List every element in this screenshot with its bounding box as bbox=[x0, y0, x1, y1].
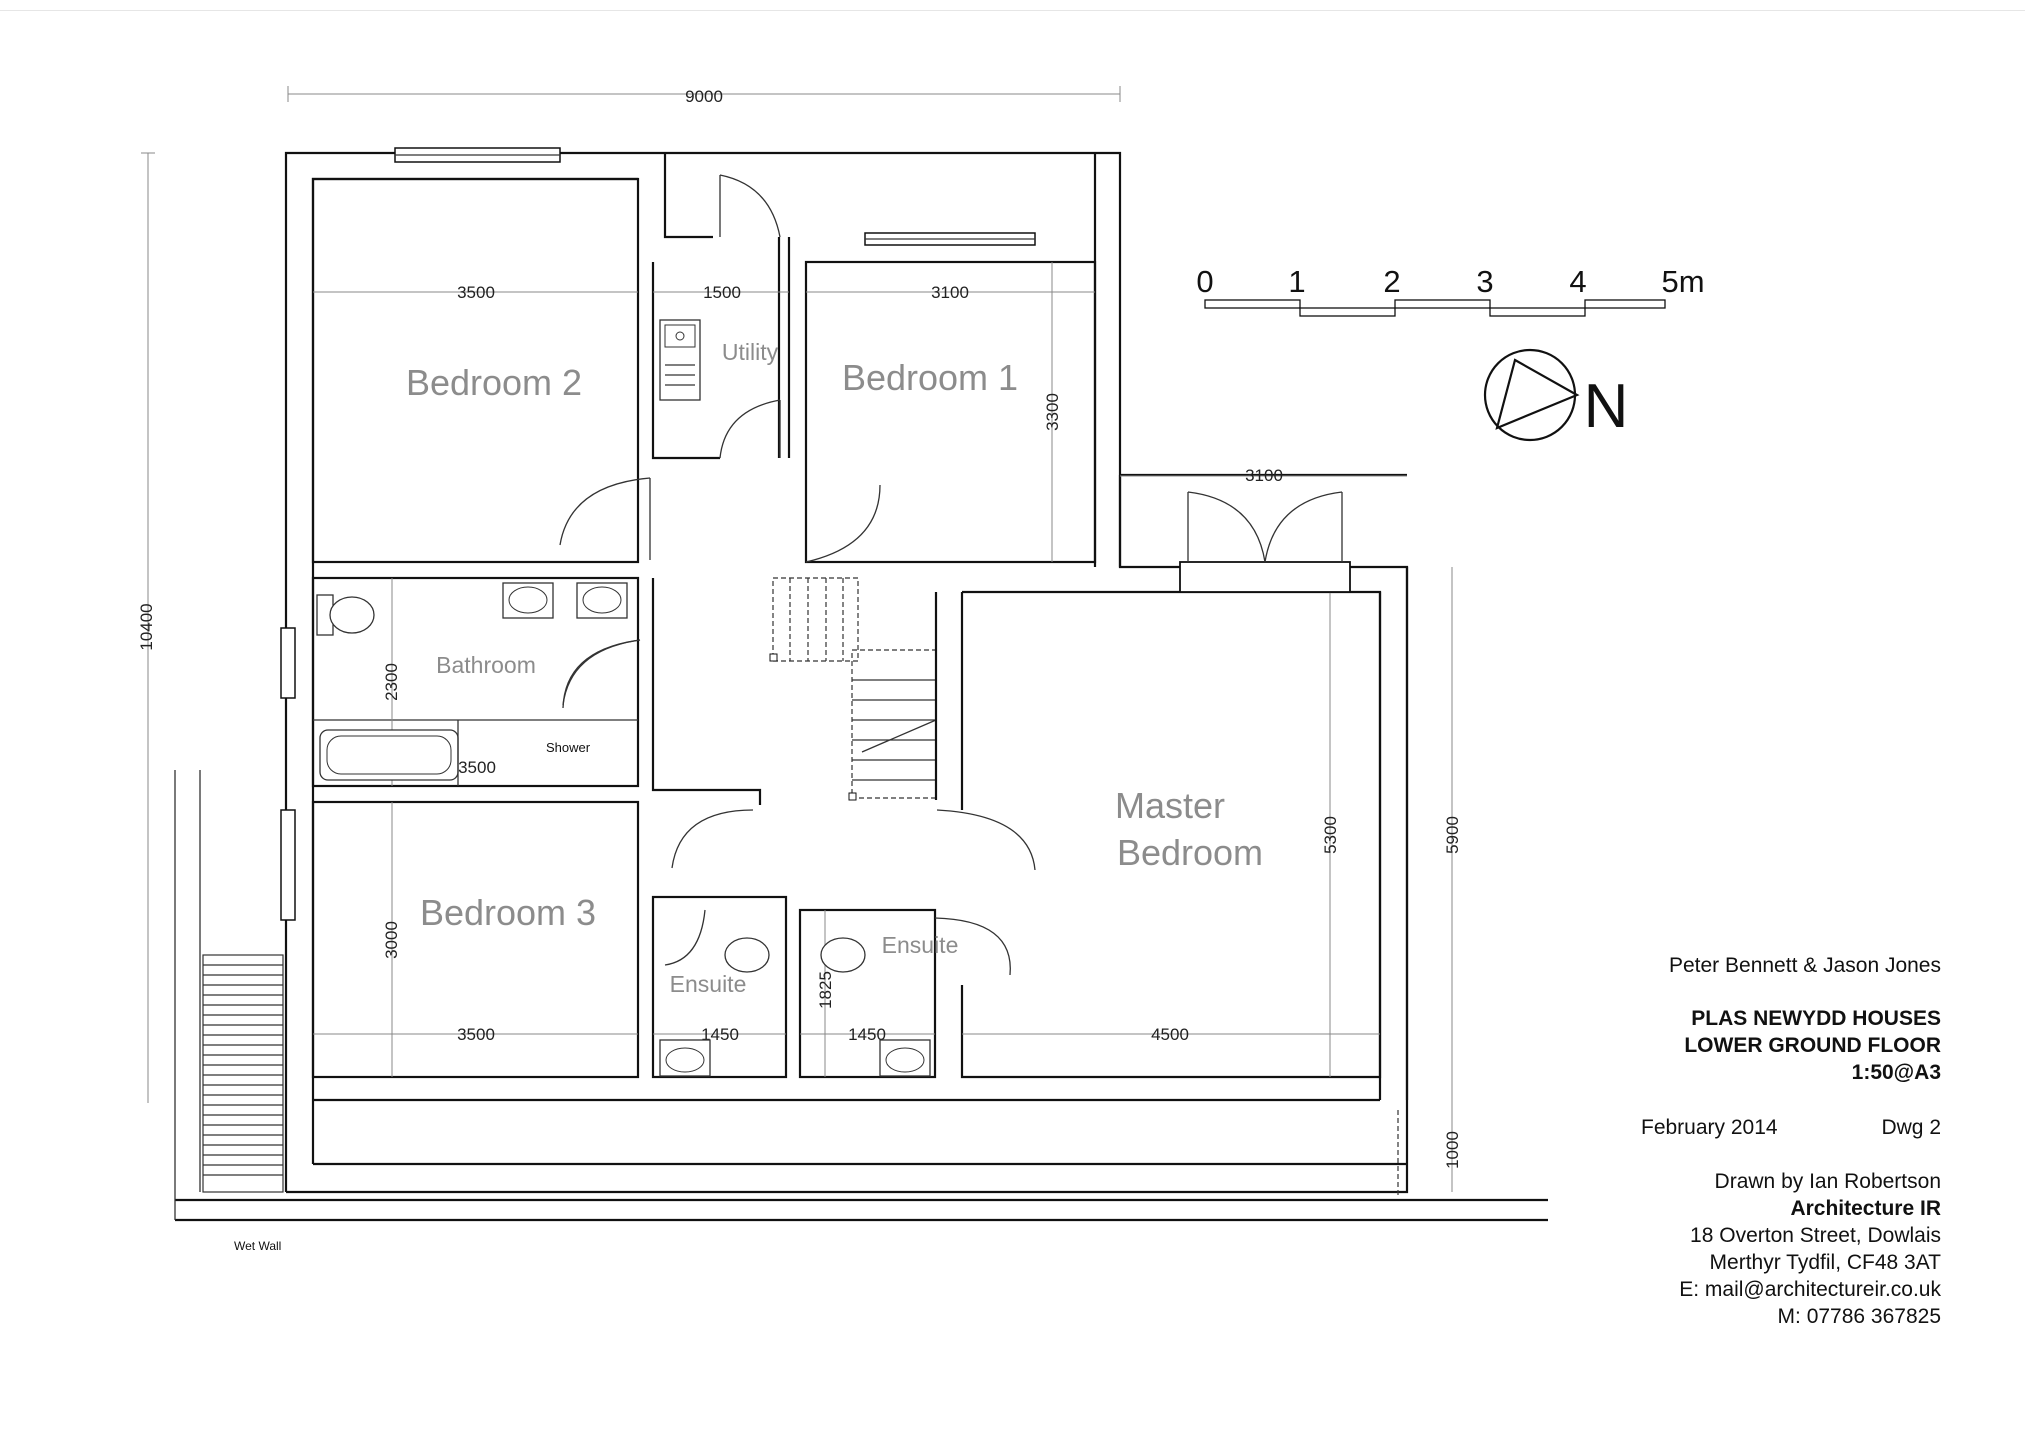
dim-ensuite-b-width: 1450 bbox=[848, 1025, 886, 1044]
bedroom2-label: Bedroom 2 bbox=[406, 362, 582, 403]
bathroom-door-swing bbox=[562, 639, 641, 709]
basin-icon-ensuite-b bbox=[879, 1039, 931, 1077]
sink-icon bbox=[659, 319, 701, 401]
dim-right-depth: 5900 bbox=[1443, 816, 1462, 854]
dim-ensuite-depth: 1825 bbox=[816, 971, 835, 1009]
dim-bed3-depth: 3000 bbox=[382, 921, 401, 959]
toilet-icon bbox=[316, 594, 375, 636]
dim-master-width: 4500 bbox=[1151, 1025, 1189, 1044]
bedroom1-label: Bedroom 1 bbox=[842, 357, 1018, 398]
drawing-date: February 2014 bbox=[1641, 1116, 1778, 1139]
basin-icon-2 bbox=[576, 582, 628, 619]
dim-overall-depth: 10400 bbox=[137, 603, 156, 650]
bedroom3-label: Bedroom 3 bbox=[420, 892, 596, 933]
dim-master-depth: 5300 bbox=[1321, 816, 1340, 854]
shower-label: Shower bbox=[546, 740, 591, 755]
dim-bed3-width: 3500 bbox=[457, 1025, 495, 1044]
dim-bath-width: 3500 bbox=[458, 758, 496, 777]
master-label-line1: Master bbox=[1115, 785, 1225, 826]
corridor-door-swings bbox=[559, 477, 1036, 871]
page-top-rule bbox=[0, 10, 2025, 11]
dim-bed1-depth: 3300 bbox=[1043, 393, 1062, 431]
patio-doors: 3100 bbox=[1120, 466, 1407, 593]
external-stairs bbox=[174, 770, 284, 1220]
dim-bath-depth: 2300 bbox=[382, 663, 401, 701]
utility-label: Utility bbox=[722, 339, 779, 365]
utility-room: 1500 Utility bbox=[651, 153, 791, 460]
scale-label-2: 2 bbox=[1383, 264, 1400, 299]
mobile-line: M: 07786 367825 bbox=[1777, 1305, 1941, 1328]
ensuite-b-label: Ensuite bbox=[882, 932, 959, 958]
title-block: Peter Bennett & Jason Jones bbox=[1669, 952, 1941, 979]
window-bedroom2 bbox=[394, 147, 561, 163]
scale-label-1: 1 bbox=[1288, 264, 1305, 299]
right-side-dimensions: 5900 1000 bbox=[1397, 567, 1462, 1195]
dim-bed1-width: 3100 bbox=[931, 283, 969, 302]
bedroom2-room: 3500 Bedroom 2 bbox=[311, 177, 640, 564]
window-bathroom bbox=[280, 627, 296, 699]
address-line-2: Merthyr Tydfil, CF48 3AT bbox=[1709, 1251, 1941, 1274]
ensuite-b-room: 1450 1825 Ensuite bbox=[798, 908, 1011, 1079]
project-info: PLAS NEWYDD HOUSES LOWER GROUND FLOOR 1:… bbox=[1684, 1005, 1941, 1086]
authors: Peter Bennett & Jason Jones bbox=[1668, 954, 1941, 977]
bedroom1-door-swing bbox=[805, 484, 881, 563]
scale-label-3: 3 bbox=[1476, 264, 1493, 299]
drawn-by: Drawn by Ian Robertson bbox=[1714, 1170, 1941, 1193]
utility-door-swing bbox=[719, 174, 781, 459]
drawing-number: Dwg 2 bbox=[1881, 1116, 1941, 1139]
bathroom-room: 2300 3500 Bathroom Shower bbox=[311, 576, 762, 805]
address-line-1: 18 Overton Street, Dowlais bbox=[1690, 1224, 1941, 1247]
email-line: E: mail@architectureir.co.uk bbox=[1679, 1278, 1941, 1301]
bathroom-label: Bathroom bbox=[436, 652, 536, 678]
scale-label-5m: 5m bbox=[1661, 264, 1704, 299]
basin-icon bbox=[502, 582, 554, 619]
dim-bottom-gap: 1000 bbox=[1443, 1131, 1462, 1169]
master-label-line2: Bedroom bbox=[1117, 832, 1263, 873]
toilet-icon-ensuite-b bbox=[820, 937, 866, 973]
scale-label-4: 4 bbox=[1569, 264, 1586, 299]
project-name: PLAS NEWYDD HOUSES bbox=[1691, 1007, 1941, 1030]
dim-ensuite-a-width: 1450 bbox=[701, 1025, 739, 1044]
staircase bbox=[769, 577, 937, 801]
scale-label-0: 0 bbox=[1196, 264, 1213, 299]
scale-bar: 0 1 2 3 4 5m bbox=[1196, 264, 1705, 317]
dim-bed2-width: 3500 bbox=[457, 283, 495, 302]
north-arrow-icon: N bbox=[1483, 348, 1629, 442]
north-label: N bbox=[1584, 372, 1629, 441]
wet-wall-label: Wet Wall bbox=[234, 1239, 281, 1253]
sheet-name: LOWER GROUND FLOOR bbox=[1684, 1034, 1941, 1057]
basin-icon-ensuite-a bbox=[659, 1039, 711, 1077]
master-bedroom-room: 5300 4500 Master Bedroom bbox=[934, 590, 1382, 1079]
overall-width-dimension: 9000 bbox=[287, 86, 1121, 106]
dim-utility-width: 1500 bbox=[703, 283, 741, 302]
firm-name: Architecture IR bbox=[1790, 1197, 1941, 1220]
sheet-scale: 1:50@A3 bbox=[1851, 1061, 1941, 1084]
window-bedroom1 bbox=[864, 232, 1036, 246]
dim-patio-width: 3100 bbox=[1245, 466, 1283, 485]
bathtub-icon bbox=[319, 729, 459, 781]
window-bedroom3 bbox=[280, 809, 296, 921]
overall-depth-dimension: 10400 bbox=[137, 152, 156, 1103]
toilet-icon-ensuite-a bbox=[724, 937, 770, 973]
date-block: February 2014 Dwg 2 bbox=[1641, 1114, 1941, 1141]
bedroom1-room: 3100 3300 Bedroom 1 bbox=[804, 260, 1097, 564]
bedroom3-room: 3000 3500 Bedroom 3 bbox=[311, 800, 640, 1079]
ensuite-a-room: 1450 Ensuite bbox=[651, 895, 788, 1079]
dim-overall-width: 9000 bbox=[685, 87, 723, 106]
ensuite-a-label: Ensuite bbox=[670, 971, 747, 997]
drawn-by-block: Drawn by Ian Robertson Architecture IR 1… bbox=[1679, 1168, 1941, 1330]
